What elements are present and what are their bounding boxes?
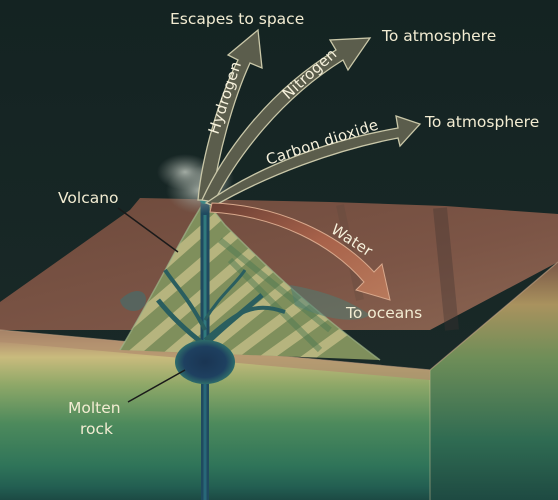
molten-rock-leader-line (127, 369, 186, 403)
molten-rock-label-line2: rock (80, 420, 113, 438)
to-atmosphere-label-1: To atmosphere (381, 27, 496, 45)
molten-rock-label-line1: Molten (68, 399, 121, 417)
to-atmosphere-label-2: To atmosphere (424, 113, 539, 131)
volcano-label: Volcano (58, 189, 119, 207)
volcano-cone (119, 198, 381, 361)
magma-conduit (156, 195, 286, 500)
water-arrow (209, 202, 391, 301)
volcano-leader-line (117, 207, 179, 253)
carbon-dioxide-arrow (204, 115, 422, 207)
hydrogen-arrow (197, 28, 263, 201)
escapes-to-space-label: Escapes to space (170, 10, 304, 28)
magma-chamber (175, 340, 235, 384)
nitrogen-arrow (201, 37, 372, 203)
to-oceans-label: To oceans (345, 304, 422, 322)
